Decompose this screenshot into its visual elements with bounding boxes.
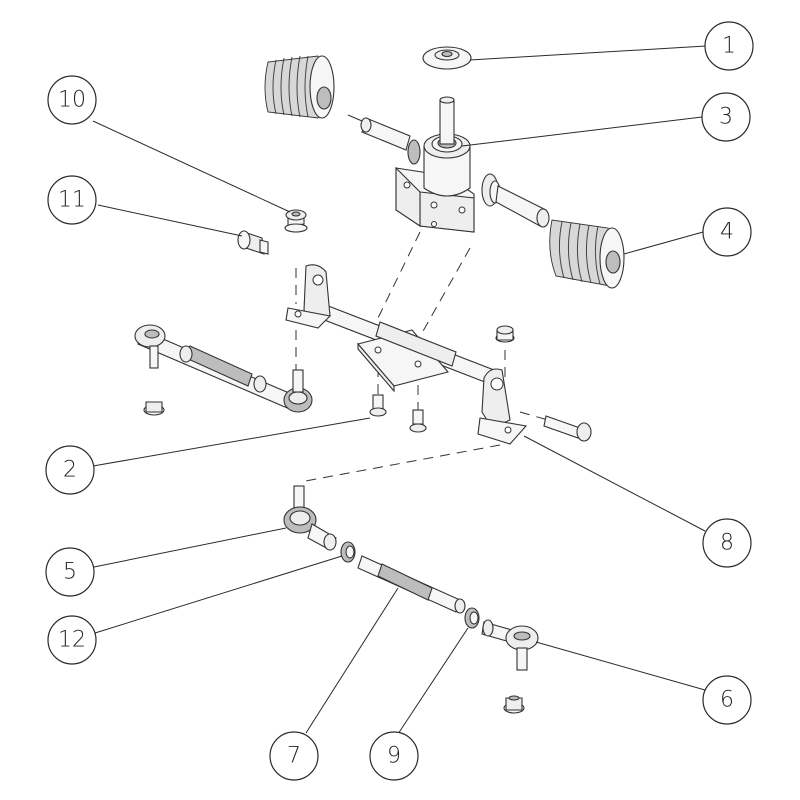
nut-8-top <box>495 325 515 343</box>
right-bellow-boot <box>549 219 625 289</box>
ball-joint-5 <box>283 485 337 551</box>
upper-tie-rod-assembly <box>134 324 313 416</box>
adjusting-sleeve-7 <box>357 555 466 614</box>
callout-10: 10 <box>47 75 97 125</box>
callout-1-label: 1 <box>722 34 736 59</box>
callout-10-label: 10 <box>58 88 86 113</box>
callout-9: 9 <box>369 731 419 781</box>
steering-rack-assembly <box>264 55 625 289</box>
tie-rod-end-6 <box>481 619 539 714</box>
callout-8: 8 <box>702 518 752 568</box>
leader-lines <box>92 45 707 735</box>
callout-5-label: 5 <box>63 560 77 585</box>
jam-nut-9 <box>464 607 480 629</box>
callout-4: 4 <box>702 207 752 257</box>
callout-7: 7 <box>269 731 319 781</box>
callout-4-label: 4 <box>720 220 734 245</box>
callout-7-label: 7 <box>287 744 301 769</box>
callout-5: 5 <box>45 547 95 597</box>
callout-11: 11 <box>47 175 97 225</box>
callout-8-label: 8 <box>720 531 734 556</box>
callout-2-label: 2 <box>63 458 77 483</box>
callout-12-label: 12 <box>58 628 86 653</box>
callout-12: 12 <box>47 615 97 665</box>
callout-11-label: 11 <box>58 188 86 213</box>
bolt-11 <box>237 230 269 255</box>
callout-9-label: 9 <box>387 744 401 769</box>
mounting-cross-bar <box>285 264 528 445</box>
bolt-2-b <box>409 409 427 433</box>
pinion-dust-cap <box>422 46 472 70</box>
assembly-guide-lines <box>295 231 549 483</box>
callout-3: 3 <box>701 92 751 142</box>
callout-3-label: 3 <box>719 105 733 130</box>
bolt-8-side <box>543 415 592 442</box>
callout-2: 2 <box>45 445 95 495</box>
callout-6: 6 <box>702 675 752 725</box>
left-bellow-boot <box>264 55 335 119</box>
callout-1: 1 <box>704 21 754 71</box>
callout-6-label: 6 <box>720 688 734 713</box>
bolt-2-a <box>369 394 387 417</box>
flange-nut-10 <box>284 209 308 233</box>
jam-nut-12 <box>340 541 356 563</box>
